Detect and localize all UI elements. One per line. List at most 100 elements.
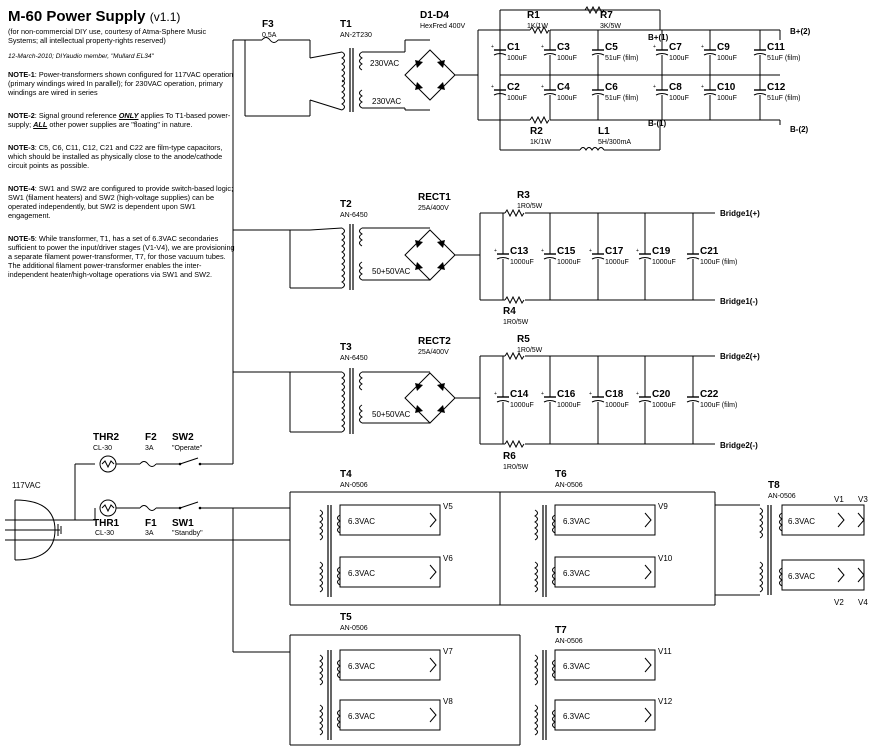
filament-units: 6.3VAC6.3VACV5V66.3VAC6.3VACV9V106.3VAC6… — [319, 495, 868, 740]
capacitor-value: 1000uF — [510, 402, 534, 409]
t1-sec-a: 230VAC — [370, 59, 399, 68]
page-title: M-60 Power Supply (v1.1) — [8, 8, 238, 25]
t6-label: T6 — [555, 469, 567, 480]
ground-icon — [40, 524, 62, 536]
tube-label: V10 — [658, 554, 673, 563]
note-2: NOTE-2: Signal ground reference ONLY app… — [8, 111, 231, 129]
tube-label: V11 — [658, 647, 672, 656]
t3-label: T3 — [340, 342, 352, 353]
capacitor-value: 100uF (film) — [700, 402, 737, 409]
capacitor-label: C11 — [767, 42, 785, 53]
capacitor-label: C18 — [605, 389, 624, 400]
capacitor-value: 100uF — [507, 95, 527, 102]
capacitor-value: 1000uF — [652, 259, 676, 266]
tube-label: V3 — [858, 495, 868, 504]
tube-label: V7 — [443, 647, 453, 656]
capacitor-value: 100uF — [557, 55, 577, 62]
capacitor-label: C10 — [717, 82, 736, 93]
sw2-label: SW2 — [172, 432, 194, 443]
sw1-label: SW1 — [172, 518, 194, 529]
t2-part: AN-6450 — [340, 212, 368, 219]
tube-label: V5 — [443, 502, 453, 511]
r7-label: R7 — [600, 10, 613, 21]
capacitor-value: 100uF — [717, 55, 737, 62]
filament-secondary: 6.3VAC — [788, 517, 815, 526]
filament-secondary: 6.3VAC — [348, 569, 375, 578]
rect1-label: RECT1 — [418, 192, 451, 203]
capacitor: C20 1000uF — [635, 356, 676, 444]
t7-label: T7 — [555, 625, 567, 636]
capacitor-label: C14 — [510, 389, 529, 400]
capacitor-value: 100uF — [669, 95, 689, 102]
capacitor-value: 100uF — [557, 95, 577, 102]
date-line: 12-March-2010; DIYaudio member, "Mullard… — [8, 53, 154, 60]
r2-value: 1K/1W — [530, 139, 551, 146]
thr2-label: THR2 — [93, 432, 120, 443]
out-bridge2-neg: Bridge2(-) — [720, 441, 758, 450]
r6-label: R6 — [503, 451, 516, 462]
t2-sec: 50+50VAC — [372, 267, 411, 276]
capacitor-label: C13 — [510, 246, 529, 257]
standby-chain: THR1 CL-30 F1 3A SW1 "Standby" — [93, 499, 290, 541]
t4-part: AN-0506 — [340, 482, 368, 489]
tube-label: V6 — [443, 554, 453, 563]
capacitor-value: 51uF (film) — [767, 55, 800, 62]
filament-secondary: 6.3VAC — [563, 569, 590, 578]
capacitor-value: 1000uF — [605, 402, 629, 409]
t1-sec-b: 230VAC — [372, 97, 401, 106]
f3-value: 0.5A — [262, 32, 277, 39]
r1-label: R1 — [527, 10, 540, 21]
t6-part: AN-0506 — [555, 482, 583, 489]
capacitor: C18 1000uF — [588, 356, 629, 444]
capacitor-value: 1000uF — [652, 402, 676, 409]
capacitor-value: 1000uF — [605, 259, 629, 266]
thr1-value: CL-30 — [95, 530, 114, 537]
t2-label: T2 — [340, 199, 352, 210]
filament-secondary: 6.3VAC — [348, 517, 375, 526]
version-text: (v1.1) — [149, 10, 181, 24]
r4-label: R4 — [503, 306, 516, 317]
capacitor-label: C7 — [669, 42, 682, 53]
d1-d4-value: HexFred 400V — [420, 23, 465, 30]
subtitle: (for non-commercial DIY use, courtesy of… — [8, 27, 207, 45]
thr2-value: CL-30 — [93, 445, 112, 452]
capacitor: C14 1000uF — [493, 356, 534, 444]
f2-value: 3A — [145, 445, 154, 452]
rect1-value: 25A/400V — [418, 205, 449, 212]
filament-secondary: 6.3VAC — [348, 712, 375, 721]
r5-label: R5 — [517, 334, 530, 345]
out-b1p: B+(1) — [648, 33, 669, 42]
t3-sec: 50+50VAC — [372, 410, 411, 419]
operate-chain: THR2 CL-30 F2 3A SW2 "Operate" — [74, 432, 233, 520]
t8-label: T8 — [768, 480, 780, 491]
note-5: NOTE-5: While transformer, T1, has a set… — [8, 234, 235, 279]
note-3: NOTE-3: C5, C6, C11, C12, C21 and C22 ar… — [8, 143, 223, 170]
capacitor-label: C16 — [557, 389, 576, 400]
input-label: 117VAC — [12, 481, 41, 490]
capacitor-value: 100uF — [717, 95, 737, 102]
capacitor-label: C8 — [669, 82, 682, 93]
capacitor-label: C20 — [652, 389, 671, 400]
t1-part: AN-2T230 — [340, 32, 372, 39]
title-text: M-60 Power Supply — [8, 8, 146, 25]
notes-panel: M-60 Power Supply (v1.1) (for non-commer… — [8, 8, 238, 293]
capacitor-value: 51uF (film) — [605, 95, 638, 102]
capacitor: C19 1000uF — [635, 213, 676, 300]
capacitor-value: 100uF (film) — [700, 259, 737, 266]
capacitor-label: C19 — [652, 246, 671, 257]
f2-label: F2 — [145, 432, 157, 443]
capacitor-value: 100uF — [507, 55, 527, 62]
out-bridge1-pos: Bridge1(+) — [720, 209, 760, 218]
